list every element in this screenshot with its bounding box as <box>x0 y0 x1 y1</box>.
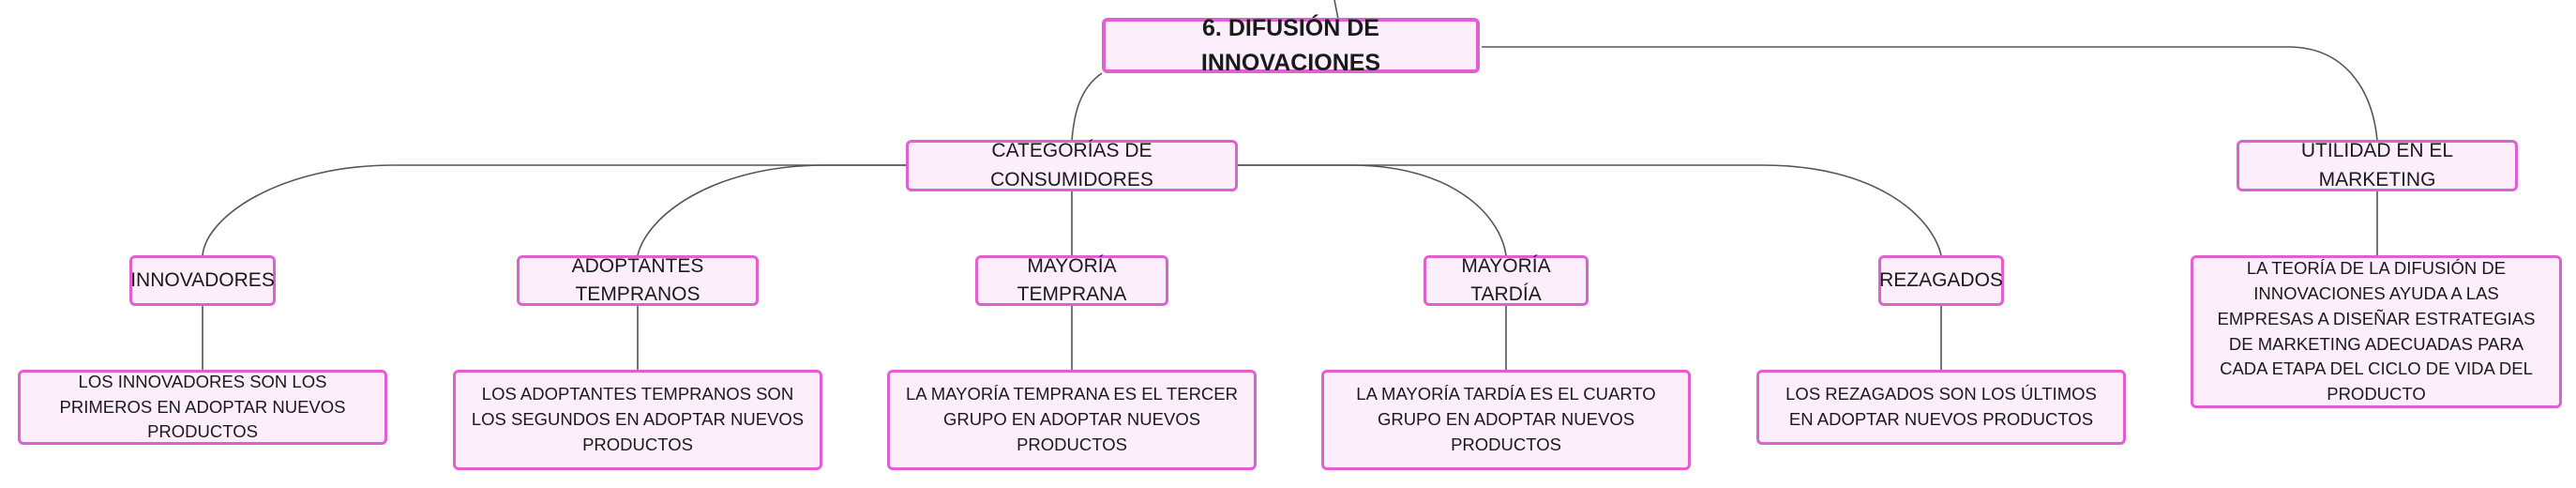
connector-root-utilidad <box>1482 46 2378 142</box>
mayoria-temprana-description-node[interactable]: LA MAYORÍA TEMPRANA ES EL TERCER GRUPO E… <box>887 370 1257 470</box>
category-mayoria-tardia-node[interactable]: MAYORÍA TARDÍA <box>1424 255 1589 306</box>
category-adoptantes-tempranos-node[interactable]: ADOPTANTES TEMPRANOS <box>517 255 759 306</box>
categorias-consumidores-node[interactable]: CATEGORÍAS DE CONSUMIDORES <box>906 140 1238 191</box>
category-mayoria-temprana-node[interactable]: MAYORÍA TEMPRANA <box>975 255 1168 306</box>
connector-root-categorias <box>1071 72 1103 142</box>
connector-categorias-mayoria-tardia <box>1238 164 1507 256</box>
utilidad-description-node[interactable]: LA TEORÍA DE LA DIFUSIÓN DE INNOVACIONES… <box>2191 255 2562 408</box>
adoptantes-tempranos-description-node[interactable]: LOS ADOPTANTES TEMPRANOS SON LOS SEGUNDO… <box>453 370 822 470</box>
root-topic-node[interactable]: 6. DIFUSIÓN DE INNOVACIONES <box>1102 15 1480 76</box>
category-innovadores-node[interactable]: INNOVADORES <box>129 255 276 306</box>
connector-parent-root <box>1333 0 1339 20</box>
innovadores-description-node[interactable]: LOS INNOVADORES SON LOS PRIMEROS EN ADOP… <box>18 370 387 445</box>
utilidad-marketing-node[interactable]: UTILIDAD EN EL MARKETING <box>2237 140 2518 191</box>
mayoria-tardia-description-node[interactable]: LA MAYORÍA TARDÍA ES EL CUARTO GRUPO EN … <box>1321 370 1691 470</box>
connector-categorias-adoptantes <box>637 164 906 256</box>
connector-categorias-rezagados <box>1238 164 1942 256</box>
connector-categorias-innovadores <box>202 164 906 256</box>
category-rezagados-node[interactable]: REZAGADOS <box>1878 255 2004 306</box>
rezagados-description-node[interactable]: LOS REZAGADOS SON LOS ÚLTIMOS EN ADOPTAR… <box>1756 370 2126 445</box>
